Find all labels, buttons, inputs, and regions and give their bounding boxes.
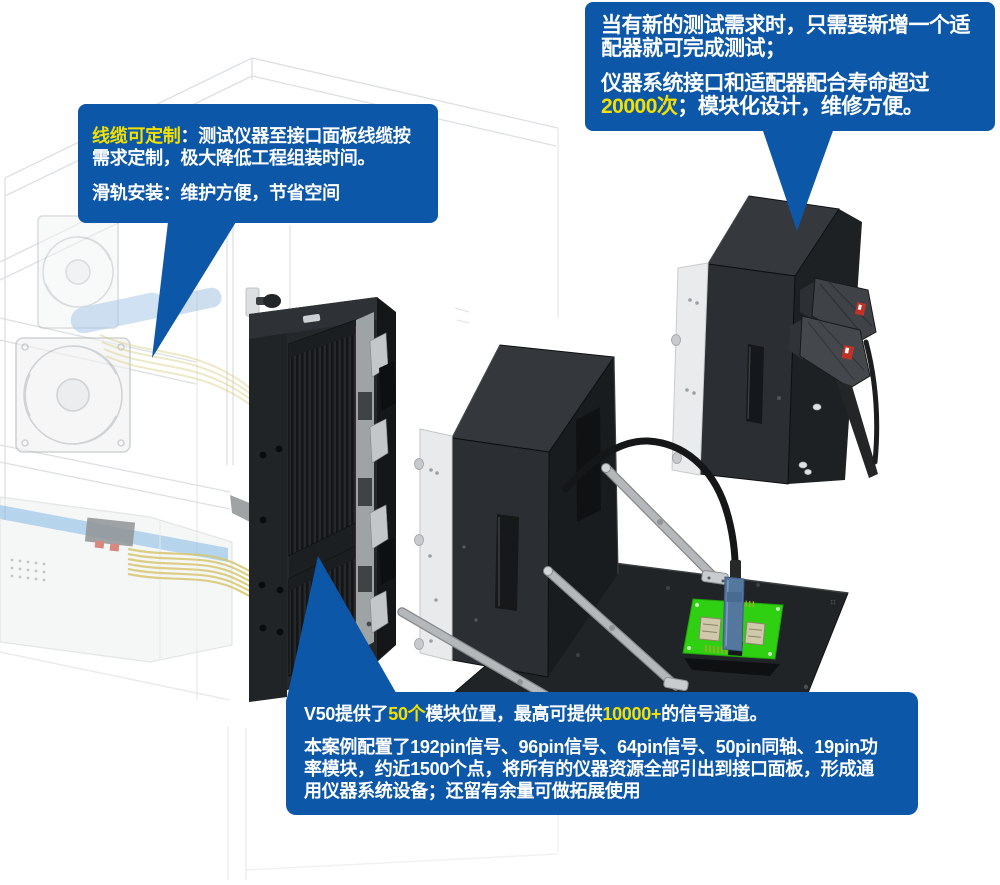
callout-line: 配器就可完成测试；: [601, 37, 786, 60]
support-arm-upper: [601, 463, 729, 585]
callout-cable-custom: 线缆可定制：测试仪器至接口面板线缆按 需求定制，极大降低工程组装时间。 滑轨安装…: [78, 104, 438, 223]
callout-line: 线缆可定制：测试仪器至接口面板线缆按: [92, 126, 411, 146]
callout-line: 需求定制，极大降低工程组装时间。: [92, 148, 376, 168]
interface-cable: [562, 437, 739, 581]
pcb-test-pads: [705, 645, 731, 655]
receiver-frame-box: [414, 344, 619, 678]
callout-line: 当有新的测试需求时，只需要新增一个适: [601, 14, 971, 37]
pcb-connector-right: [744, 621, 766, 646]
callout-module-capacity: V50提供了50个模块位置，最高可提供10000+的信号通道。 本案例配置了19…: [286, 692, 918, 815]
adapter-cable-strap: [836, 380, 878, 478]
receiver-flange: [414, 428, 453, 662]
callout-tail-modules: [287, 556, 399, 698]
callout-line: 用仪器系统设备；还留有余量可做拓展使用: [304, 781, 641, 801]
probe-connector-blue: [722, 560, 745, 656]
adapter-flange: [671, 262, 709, 476]
callout-line: 仪器系统接口和适配器配合寿命超过: [601, 72, 930, 95]
callout-line: 20000次；模块化设计，维修方便。: [601, 95, 924, 118]
callout-adapter-lifecycle: 当有新的测试需求时，只需要新增一个适 配器就可完成测试； 仪器系统接口和适配器配…: [585, 2, 995, 131]
adapter-logo-lower: [841, 345, 855, 360]
callout-tail-cable: [152, 222, 236, 358]
v50-interface-panel: [249, 297, 396, 702]
panel-screw-holes: [258, 445, 284, 636]
adapter-cable: [863, 339, 880, 465]
callout-line: 滑轨安装：维护方便，节省空间: [92, 183, 340, 203]
adapter-logo-upper: [854, 302, 867, 316]
instrument-chassis: [0, 495, 252, 663]
rack-knob: [245, 287, 281, 317]
rack-fan-large: [15, 337, 131, 453]
callout-line: V50提供了50个模块位置，最高可提供10000+的信号通道。: [304, 704, 768, 724]
support-arm-left: [397, 607, 550, 700]
callout-line: 本案例配置了192pin信号、96pin信号、64pin信号、50pin同轴、1…: [304, 737, 878, 757]
receiver-handle-slot: [495, 514, 519, 611]
adapter-handle-slot: [746, 344, 764, 424]
panel-latch-rail: [356, 312, 396, 652]
support-arm-front: [543, 566, 689, 692]
adapter-connectors: [789, 277, 880, 478]
pcb-connector-left: [698, 616, 722, 642]
callout-tail-adapter: [762, 128, 834, 231]
callout-line: 率模块，约近1500个点，将所有的仪器资源全部引出到接口面板，形成通: [304, 759, 874, 779]
